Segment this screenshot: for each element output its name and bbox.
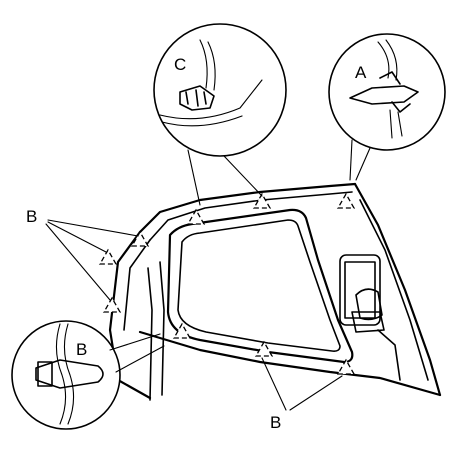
quarter-window-opening (166, 208, 354, 364)
clip-marker (98, 248, 118, 265)
body-frame (108, 182, 442, 401)
clip-marker (102, 296, 122, 313)
door-latch (339, 254, 401, 381)
detail-callout-b: B (11, 320, 165, 430)
leader-lines (45, 219, 343, 411)
detail-callout-c: C (153, 23, 287, 206)
clip-marker (336, 358, 356, 375)
clip-locations (98, 192, 356, 375)
clip-marker (336, 192, 356, 209)
clip-marker (252, 192, 272, 209)
label-b-upper: B (26, 207, 37, 226)
detail-callout-a: A (328, 33, 446, 181)
label-a: A (355, 63, 367, 82)
clip-marker (254, 340, 274, 357)
label-c: C (174, 55, 186, 74)
label-b-detail: B (76, 340, 87, 359)
clip-marker (172, 322, 192, 339)
label-b-lower: B (270, 413, 281, 432)
clip-marker (130, 230, 150, 247)
clip-marker (186, 208, 206, 225)
